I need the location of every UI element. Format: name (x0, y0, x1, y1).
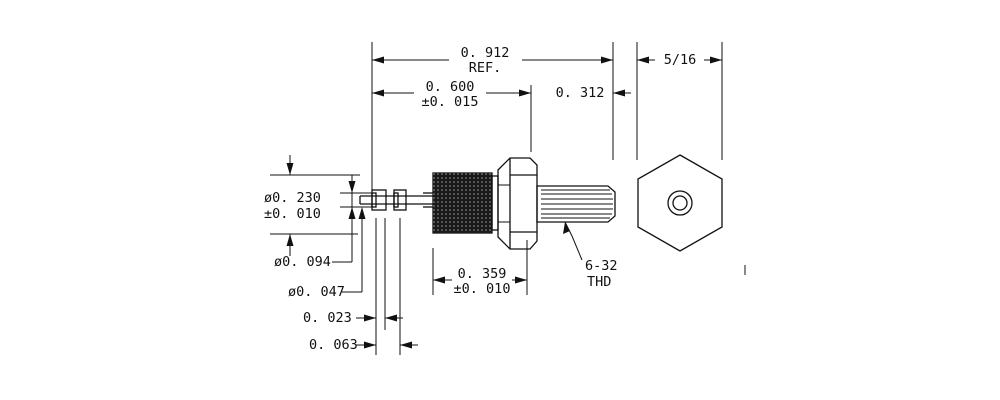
label-groove-spacing: 0. 063 (309, 337, 358, 353)
threaded-stud (536, 185, 616, 223)
labels: 0. 912 REF. 0. 600 ±0. 015 0. 312 5/16 ø… (264, 45, 696, 353)
label-overall-length: 0. 912 (461, 45, 510, 61)
dimension-flange-diameter (286, 155, 294, 256)
dimension-groove-width (356, 314, 403, 322)
label-thread-length: 0. 312 (556, 85, 605, 101)
dimension-groove-spacing (356, 341, 418, 349)
label-knurl-to-hex-tol: ±0. 015 (422, 94, 479, 110)
label-knurl-length-tol: ±0. 010 (454, 281, 511, 297)
pin (359, 189, 433, 211)
label-thread-size: 6-32 (585, 258, 618, 274)
label-overall-note: REF. (469, 60, 502, 76)
label-pin-diameter-large: ø0. 094 (274, 254, 331, 270)
label-pin-diameter-small: ø0. 047 (288, 284, 345, 300)
dimension-knurl-to-hex (372, 89, 531, 97)
dimension-pin-large (332, 175, 356, 263)
knurled-body (432, 172, 499, 234)
label-flange-diameter: ø0. 230 (264, 190, 321, 206)
label-flange-diameter-tol: ±0. 010 (264, 206, 321, 222)
label-groove-width: 0. 023 (303, 310, 352, 326)
hex-nut-side (497, 157, 538, 250)
dimension-pin-small (342, 207, 366, 293)
label-knurl-length: 0. 359 (458, 266, 507, 282)
label-thread-type: THD (587, 274, 611, 290)
part-end-view (637, 154, 723, 252)
extension-lines (270, 42, 723, 355)
dimension-knurl-length (433, 276, 527, 284)
dimension-hex (637, 56, 722, 64)
part-side-view (359, 157, 616, 250)
thread-leader (563, 221, 583, 261)
label-knurl-to-hex: 0. 600 (426, 79, 475, 95)
dimension-thread-length (613, 89, 631, 97)
label-hex-size: 5/16 (664, 52, 697, 68)
dimension-overall (372, 56, 613, 64)
